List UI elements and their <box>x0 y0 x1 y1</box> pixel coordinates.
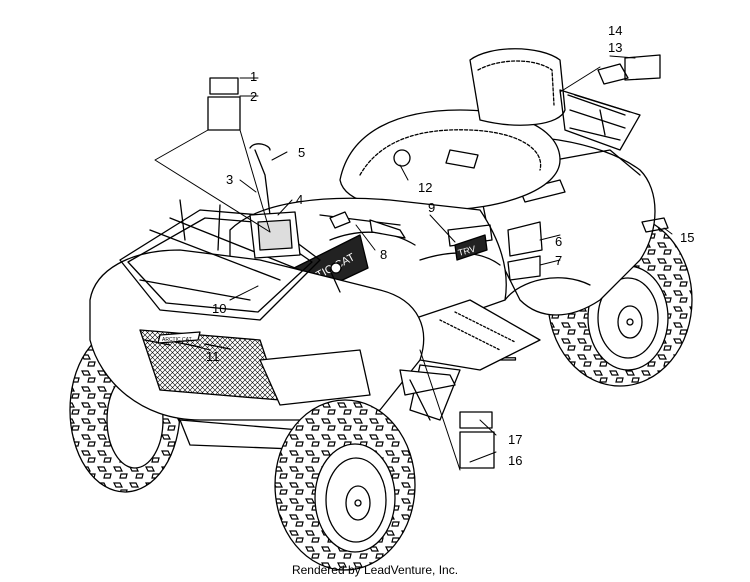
render-credit: Rendered by LeadVenture, Inc. <box>291 563 459 577</box>
callout-17: 17 <box>508 432 522 447</box>
decal-16-17-silhouette <box>459 411 495 469</box>
callout-12: 12 <box>418 180 432 195</box>
callout-6: 6 <box>555 234 562 249</box>
callout-1: 1 <box>250 69 257 84</box>
callout-9: 9 <box>428 200 435 215</box>
callout-3: 3 <box>226 172 233 187</box>
side-panel-decals <box>507 221 543 281</box>
callout-2: 2 <box>250 89 257 104</box>
callout-8: 8 <box>380 247 387 262</box>
step-bar <box>399 369 456 421</box>
callout-7: 7 <box>555 253 562 268</box>
callout-13: 13 <box>608 40 622 55</box>
callout-5: 5 <box>298 145 305 160</box>
front-rack <box>119 199 321 321</box>
side-badge-text: TRV <box>457 244 477 258</box>
decal-1-2-silhouette <box>207 77 241 131</box>
callout-11: 11 <box>206 349 220 364</box>
callout-16: 16 <box>508 453 522 468</box>
callout-10: 10 <box>212 301 226 316</box>
leader-lines <box>154 55 673 471</box>
handlebars <box>249 143 406 293</box>
callout-14: 14 <box>608 23 622 38</box>
side-badge-decal: TRV <box>454 234 488 261</box>
front-right-wheel <box>274 399 416 571</box>
callout-15: 15 <box>680 230 694 245</box>
callout-4: 4 <box>296 192 303 207</box>
seat <box>339 48 626 211</box>
grille-badge-text: ARCTIC CAT <box>162 337 192 343</box>
callout-labels: 1 2 3 4 5 6 7 8 9 10 11 12 13 14 15 16 1… <box>206 23 694 468</box>
rear-rack <box>559 89 641 151</box>
decal-13-14-silhouette <box>597 54 661 85</box>
decal-15-silhouette <box>641 217 669 233</box>
